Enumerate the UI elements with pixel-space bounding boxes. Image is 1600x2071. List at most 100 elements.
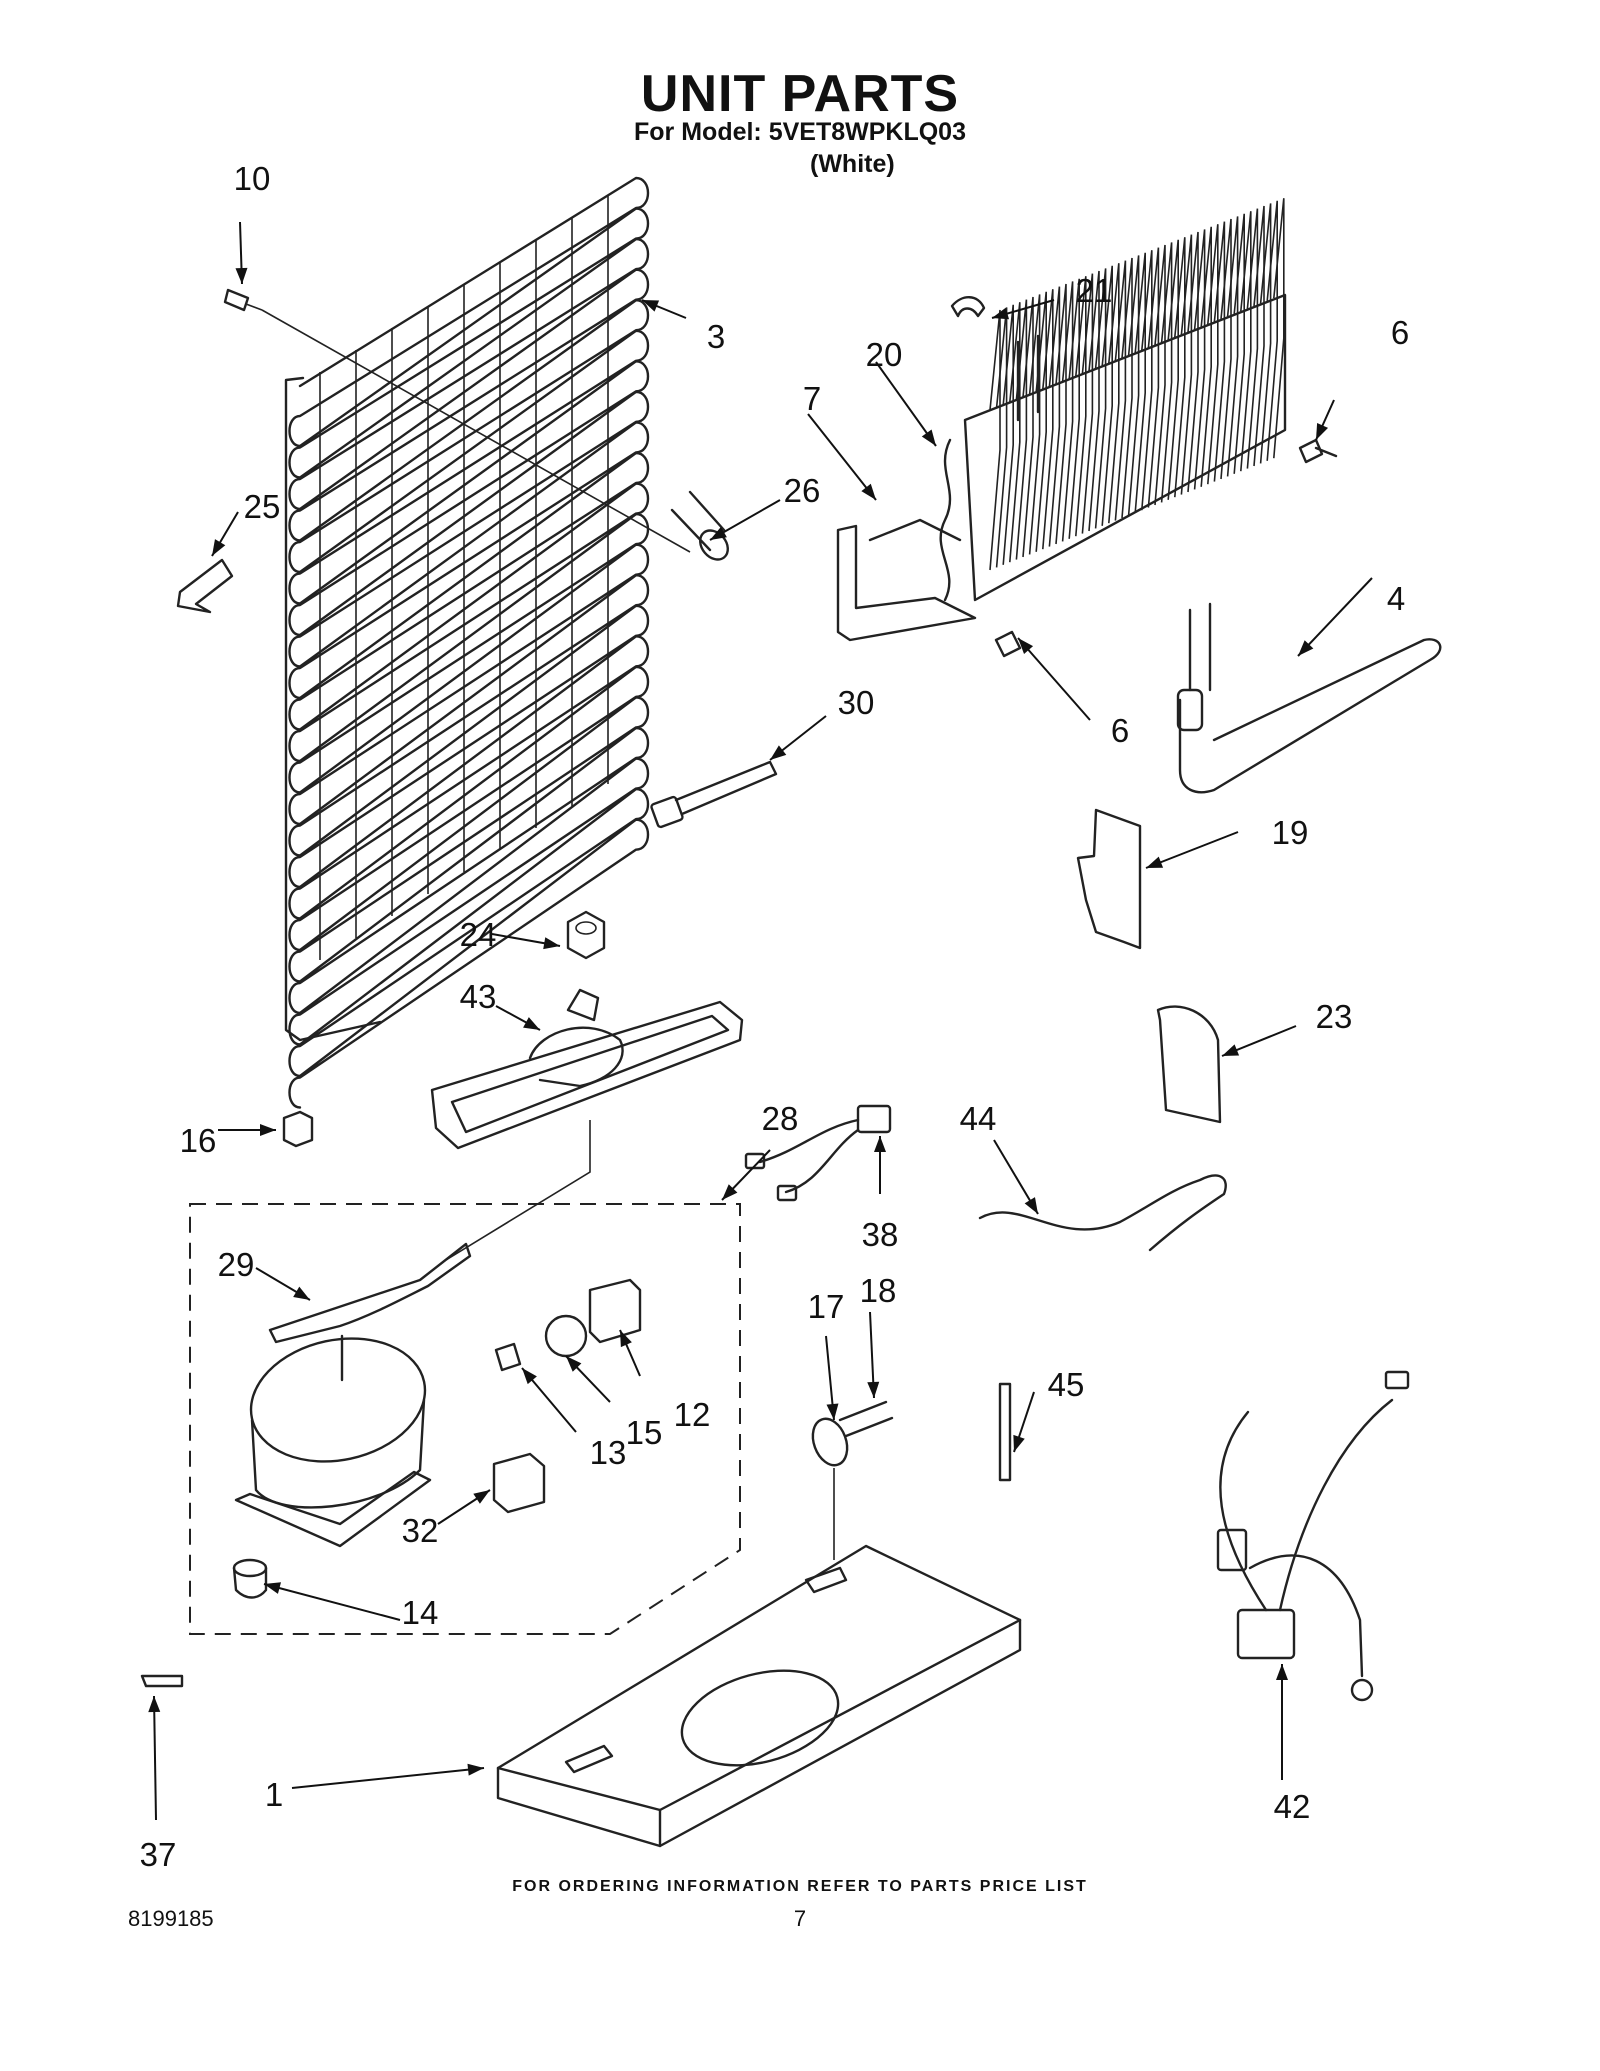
leader-arrowhead — [467, 1763, 484, 1776]
leader-line — [263, 1583, 401, 1621]
callout-number: 21 — [1076, 272, 1113, 309]
evaporator-fin — [1160, 242, 1173, 503]
leader-arrowhead — [710, 526, 727, 540]
evaporator-fin — [1246, 208, 1259, 469]
callout-number: 14 — [402, 1594, 439, 1631]
callout-number: 19 — [1272, 814, 1309, 851]
leader-arrowhead — [212, 539, 226, 556]
grommet-plug — [670, 490, 729, 561]
evaporator-fin — [1273, 198, 1285, 459]
insulation-pad — [1076, 808, 1142, 950]
evaporator-fin — [1134, 252, 1146, 513]
evaporator-fin — [1253, 205, 1265, 467]
terminal — [494, 1342, 522, 1372]
retaining-clip — [282, 1110, 314, 1148]
base-tray — [496, 1544, 1022, 1848]
leader-arrowhead — [867, 1381, 880, 1398]
leader-line — [1145, 831, 1239, 869]
leader-line — [807, 413, 877, 501]
leader-lines — [148, 221, 1373, 1821]
screw-part — [223, 288, 263, 312]
callout-number: 3 — [707, 318, 725, 355]
leader-line — [291, 1767, 485, 1789]
callout-number: 23 — [1316, 998, 1353, 1035]
evaporator-fin — [1154, 244, 1166, 506]
callout-number: 12 — [674, 1396, 711, 1433]
evaporator-fin — [1061, 281, 1074, 542]
callout-number: 44 — [960, 1100, 997, 1137]
wire-harness-38 — [744, 1104, 892, 1202]
hinge-pin — [998, 1382, 1012, 1482]
evaporator-fin — [1028, 294, 1041, 555]
model-color: (White) — [810, 150, 895, 178]
leader-arrowhead — [235, 267, 248, 284]
roller-wheel — [811, 1400, 894, 1467]
evaporator-fin — [1055, 283, 1067, 545]
leader-arrowhead — [264, 1582, 282, 1594]
evaporator-fin — [1022, 296, 1034, 558]
leader-arrowhead — [543, 937, 560, 950]
leader-arrowhead — [522, 1368, 537, 1385]
evaporator-fin — [1233, 213, 1245, 474]
leader-arrowhead — [523, 1017, 540, 1030]
document-number: 8199185 — [128, 1906, 214, 1931]
evaporator-fin — [1193, 229, 1206, 490]
evaporator-fin — [1174, 237, 1186, 498]
ordering-note: FOR ORDERING INFORMATION REFER TO PARTS … — [512, 1878, 1088, 1895]
leader-line — [1297, 577, 1373, 657]
leader-arrowhead — [921, 429, 936, 446]
leader-arrowhead — [770, 745, 787, 760]
callout-number: 24 — [460, 916, 497, 953]
callout-number: 15 — [626, 1414, 663, 1451]
callout-number: 13 — [590, 1434, 627, 1471]
page-title: UNIT PARTS — [640, 65, 960, 123]
evaporator-fin — [1141, 250, 1153, 511]
callout-number: 18 — [860, 1272, 897, 1309]
callout-number: 26 — [784, 472, 821, 509]
tube-clip — [950, 296, 986, 318]
capacitor — [492, 1452, 546, 1514]
callout-number: 43 — [460, 978, 497, 1015]
callout-number: 6 — [1111, 712, 1129, 749]
callout-number: 6 — [1391, 314, 1409, 351]
evaporator-fin — [1226, 216, 1239, 477]
leader-arrowhead — [874, 1136, 886, 1152]
leader-arrowhead — [1276, 1664, 1288, 1680]
evaporator — [939, 198, 1287, 602]
leader-arrowhead — [1298, 640, 1314, 656]
evaporator-fin — [1121, 257, 1133, 519]
evaporator-fin — [1002, 304, 1014, 565]
leader-arrowhead — [1024, 1197, 1038, 1214]
leader-arrowhead — [826, 1403, 839, 1420]
callout-number: 17 — [808, 1288, 845, 1325]
evaporator-fin — [989, 309, 1001, 571]
compressor — [234, 1334, 432, 1548]
page-number: 7 — [793, 1906, 807, 1931]
evaporator-fin — [1147, 247, 1160, 508]
callout-number: 25 — [244, 488, 281, 525]
leader-arrowhead — [620, 1330, 632, 1348]
model-line: For Model: 5VET8WPKLQ03 — [634, 118, 966, 146]
leader-line — [875, 361, 937, 447]
leader-arrowhead — [1316, 422, 1329, 440]
leader-arrowhead — [293, 1286, 310, 1300]
evaporator-fin — [1127, 255, 1140, 516]
evaporator-fin — [1180, 234, 1193, 495]
wire-clip — [140, 1674, 184, 1688]
callout-number: 20 — [866, 336, 903, 373]
callout-number: 28 — [762, 1100, 799, 1137]
filter-drier — [268, 1242, 472, 1344]
callout-number: 7 — [803, 380, 821, 417]
drain-trough — [836, 518, 977, 642]
leader-line — [153, 1695, 157, 1821]
callout-number: 29 — [218, 1246, 255, 1283]
leader-arrowhead — [861, 483, 876, 500]
insulation-block — [1156, 1005, 1222, 1124]
leader-arrowhead — [642, 300, 660, 312]
evaporator-fin — [1068, 278, 1080, 539]
cable-tie — [650, 760, 778, 829]
wiring-harness-42 — [1216, 1370, 1410, 1702]
leader-line — [1017, 637, 1091, 721]
evaporator-fin — [1220, 218, 1232, 480]
leader-arrowhead — [1146, 856, 1164, 868]
